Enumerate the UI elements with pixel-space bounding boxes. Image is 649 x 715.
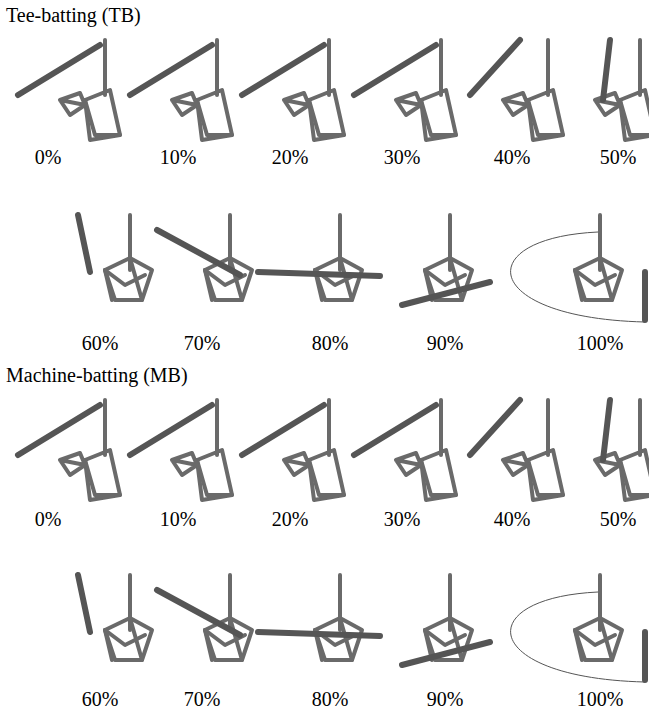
- section-heading: Tee-batting (TB): [6, 4, 141, 27]
- phase-percent: 30%: [384, 508, 421, 531]
- phase-percent: 10%: [160, 146, 197, 169]
- phase-percent: 90%: [427, 688, 464, 711]
- phase-percent: 50%: [600, 146, 637, 169]
- phase-percent: 50%: [600, 508, 637, 531]
- phase-percent: 90%: [427, 332, 464, 355]
- swing-row-b: [78, 215, 645, 322]
- phase-percent: 100%: [577, 332, 624, 355]
- phase-percent: 0%: [35, 508, 62, 531]
- phase-percent: 70%: [184, 332, 221, 355]
- phase-percent: 20%: [272, 146, 309, 169]
- phase-percent: 80%: [312, 688, 349, 711]
- section-heading: Machine-batting (MB): [6, 364, 188, 387]
- phase-percent: 100%: [577, 688, 624, 711]
- phase-percent: 30%: [384, 146, 421, 169]
- phase-percent: 80%: [312, 332, 349, 355]
- phase-percent: 40%: [494, 146, 531, 169]
- phase-percent: 0%: [35, 146, 62, 169]
- phase-percent: 20%: [272, 508, 309, 531]
- phase-percent: 60%: [82, 688, 119, 711]
- phase-percent: 40%: [494, 508, 531, 531]
- phase-percent: 70%: [184, 688, 221, 711]
- phase-percent: 60%: [82, 332, 119, 355]
- phase-percent: 10%: [160, 508, 197, 531]
- swing-row-a: [18, 40, 649, 140]
